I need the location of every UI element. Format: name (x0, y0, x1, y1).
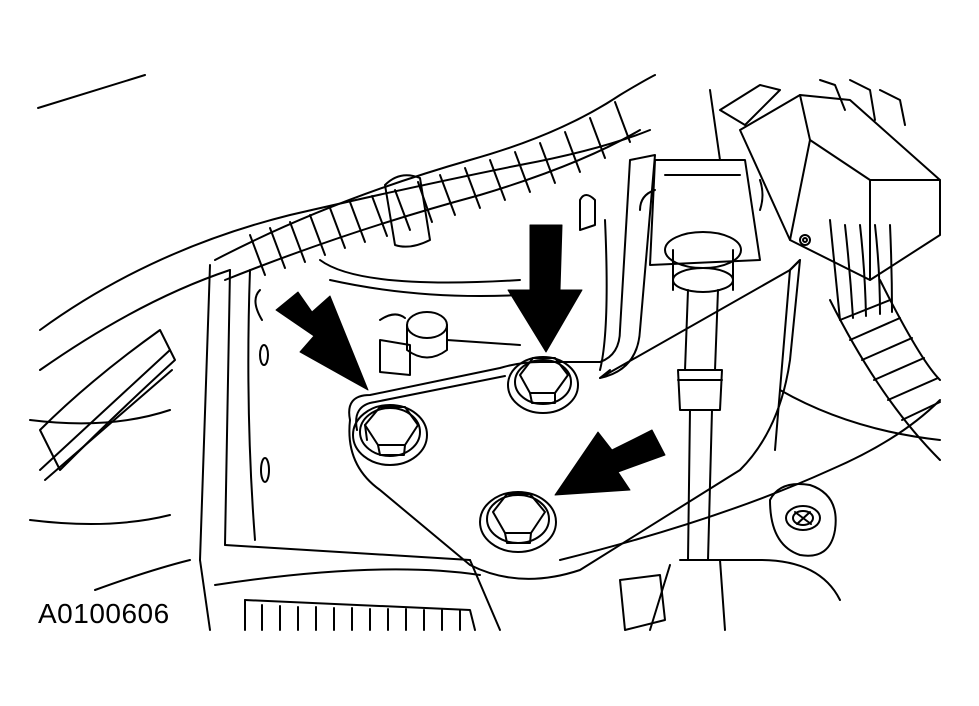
arrow-icon (275, 291, 369, 391)
shift-cable (619, 89, 764, 631)
right-harness (829, 219, 941, 461)
threaded-boss (769, 483, 837, 557)
arrow-icon (507, 224, 583, 353)
arrow-icon (554, 429, 666, 496)
figure-id-label: A0100606 (38, 598, 170, 629)
bolt-upper-right (507, 356, 579, 414)
bolt-upper-left (352, 404, 428, 466)
mounting-bracket (348, 154, 801, 580)
callout-arrows (275, 224, 666, 496)
engine-casting (29, 129, 941, 631)
background-line (37, 74, 146, 109)
electrical-connector (719, 79, 941, 281)
bolt-lower (479, 491, 557, 553)
lower-ribbed-housing (244, 599, 476, 631)
sensor-plug (379, 311, 521, 376)
wiring-harness (214, 74, 656, 281)
